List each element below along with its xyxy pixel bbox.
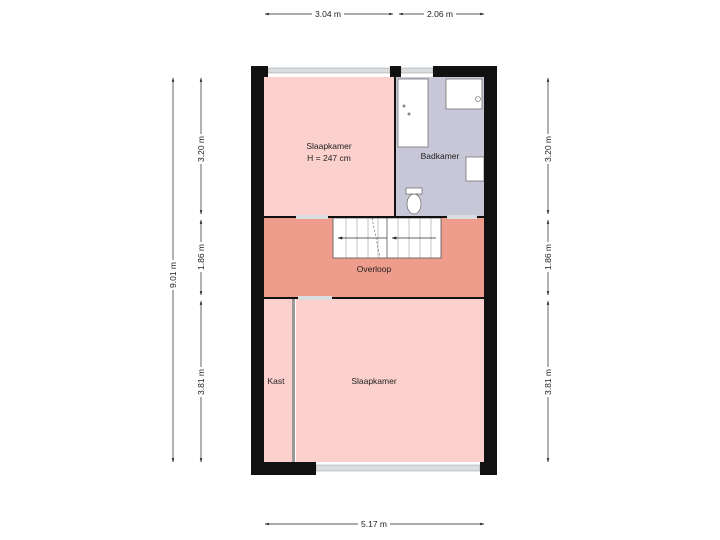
label-badkamer: Badkamer — [421, 151, 460, 161]
dim-right-3: 3.81 m — [543, 369, 553, 395]
dim-left-1: 3.20 m — [196, 136, 206, 162]
room-slaapkamer-bottom — [296, 299, 484, 462]
dim-top-left: 3.04 m — [315, 9, 341, 19]
doors — [296, 215, 477, 300]
room-slaapkamer-top — [264, 77, 394, 216]
dim-left-total: 9.01 m — [168, 262, 178, 288]
label-kast: Kast — [267, 376, 285, 386]
dim-left-3: 3.81 m — [196, 369, 206, 395]
label-ceiling-height: H = 247 cm — [307, 153, 351, 163]
dim-left-2: 1.86 m — [196, 244, 206, 270]
room-kast — [264, 299, 294, 462]
label-slaapkamer-bottom: Slaapkamer — [351, 376, 397, 386]
dim-right-1: 3.20 m — [543, 136, 553, 162]
label-slaapkamer-top: Slaapkamer — [306, 141, 352, 151]
staircase — [332, 217, 442, 259]
label-overloop: Overloop — [357, 264, 392, 274]
dim-top-right: 2.06 m — [427, 9, 453, 19]
walls — [251, 66, 497, 475]
dim-bottom: 5.17 m — [361, 519, 387, 529]
bathroom-fixtures — [397, 78, 485, 215]
dim-right-2: 1.86 m — [543, 244, 553, 270]
